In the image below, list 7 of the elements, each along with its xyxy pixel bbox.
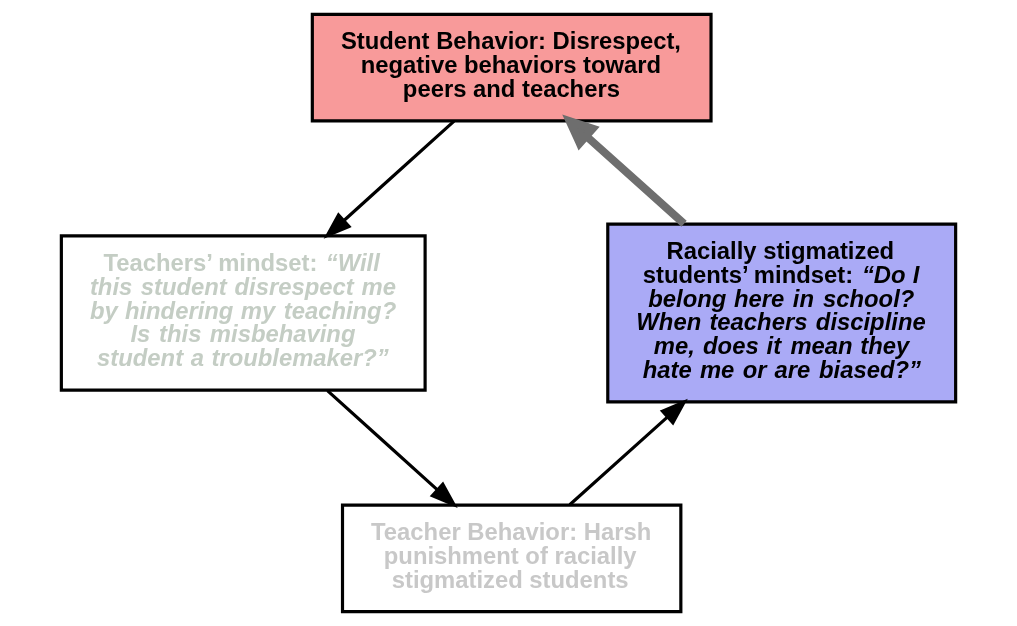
arrow xyxy=(568,398,688,506)
arrow xyxy=(562,114,687,227)
node-box: Student Behavior: Disrespect, negative behaviors toward peers and teachers xyxy=(310,12,713,123)
arrow xyxy=(326,389,458,509)
node-box: Teachers’ mindset: “Will this student disrespect me by hindering my teaching? Is this misbehaving student a troublemaker?” xyxy=(59,234,427,392)
node-box: Racially stigmatized students’ mindset: “Do I belong here in school? When teachers discipline me, does it mean they hate me or are biased?” xyxy=(606,222,958,404)
arrow xyxy=(323,119,456,239)
